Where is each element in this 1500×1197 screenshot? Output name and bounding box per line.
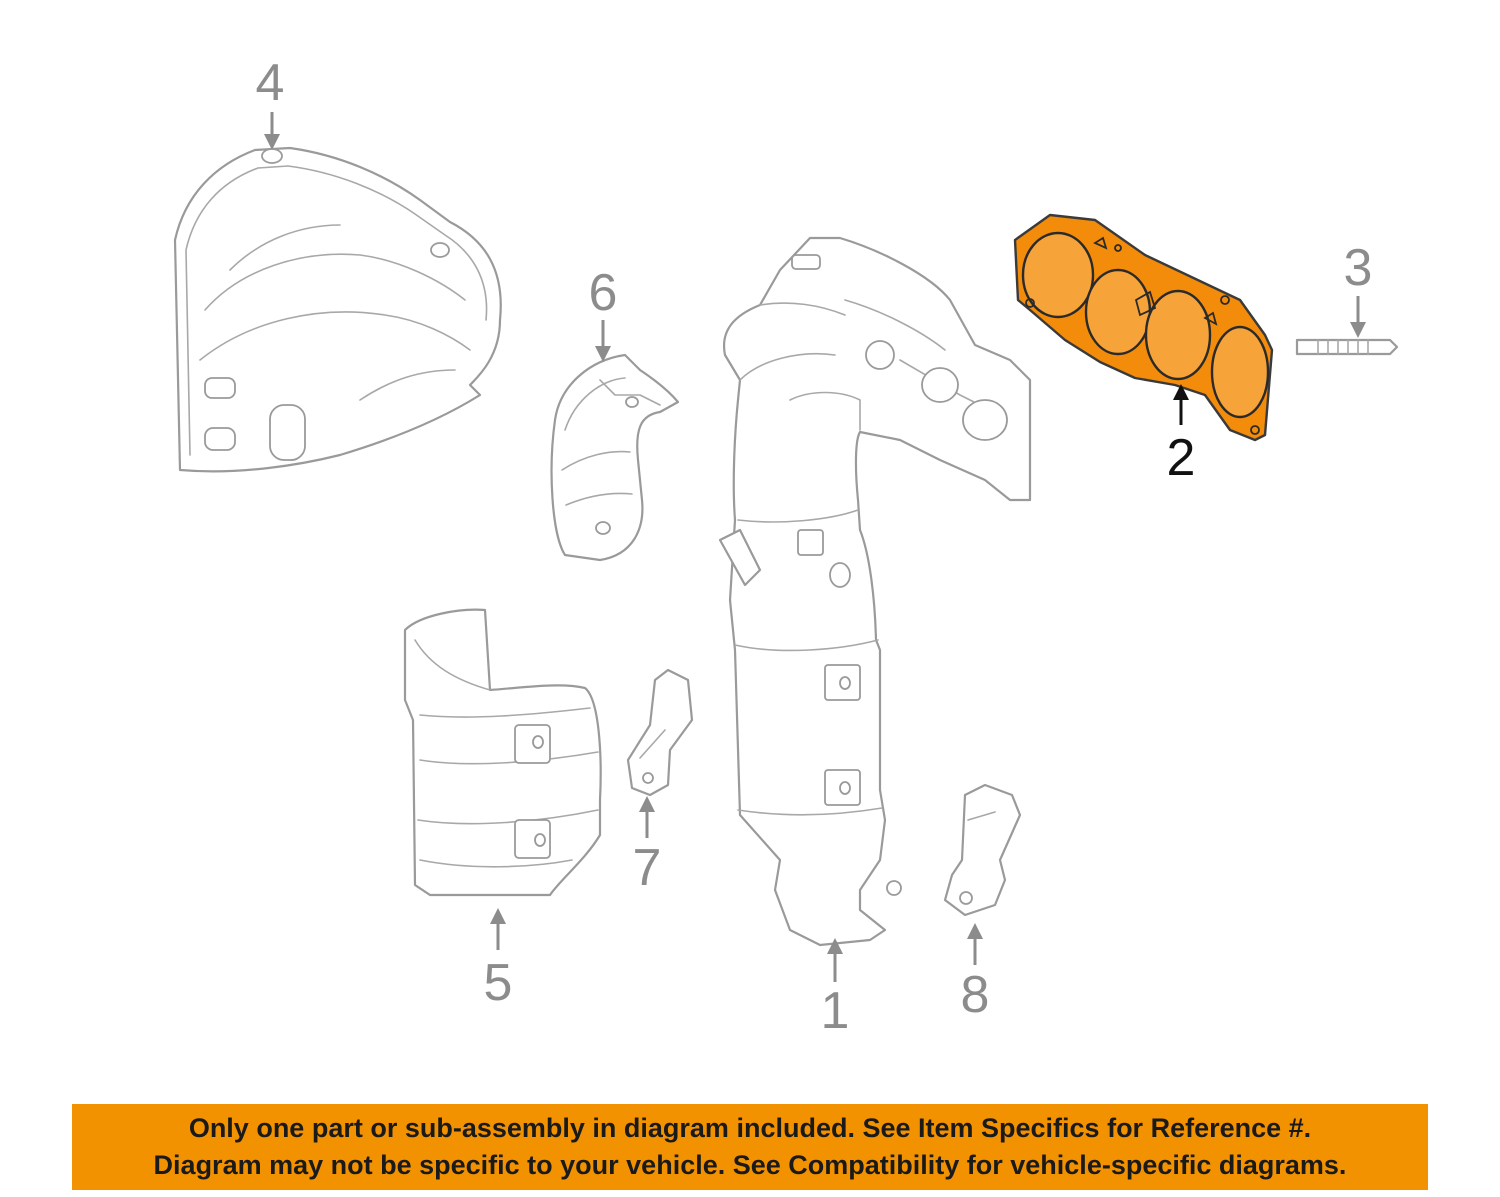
parts-diagram: 4 6 3 2 5 7 1 8 <box>173 54 1399 1040</box>
callout-3-number: 3 <box>1344 239 1373 297</box>
callout-8: 8 <box>961 923 990 1024</box>
callout-5: 5 <box>484 908 513 1012</box>
callout-7: 7 <box>633 796 662 897</box>
part-5-lower-heat-shield <box>403 608 602 897</box>
part-2-exhaust-manifold-gasket <box>1013 213 1274 442</box>
disclaimer-banner: Only one part or sub-assembly in diagram… <box>72 1104 1428 1190</box>
part-3-stud <box>1295 338 1399 356</box>
callout-7-number: 7 <box>633 839 662 897</box>
callout-1: 1 <box>821 938 850 1040</box>
part-1-catalytic-converter <box>718 236 1032 947</box>
callout-6: 6 <box>589 264 618 362</box>
callout-1-number: 1 <box>821 982 850 1040</box>
callout-3: 3 <box>1344 239 1373 338</box>
part-6-heat-shield <box>550 353 680 562</box>
callout-4: 4 <box>256 54 285 150</box>
callout-4-number: 4 <box>256 54 285 112</box>
part-4-upper-heat-shield <box>173 146 502 473</box>
callout-2: 2 <box>1167 384 1196 487</box>
callout-6-number: 6 <box>589 264 618 322</box>
disclaimer-line-1: Only one part or sub-assembly in diagram… <box>188 1113 1312 1143</box>
disclaimer-line-2: Diagram may not be specific to your vehi… <box>153 1150 1347 1180</box>
callout-5-number: 5 <box>484 954 513 1012</box>
callout-8-number: 8 <box>961 966 990 1024</box>
part-8-support-bracket <box>943 783 1022 917</box>
part-7-bracket <box>626 668 694 797</box>
callout-2-number: 2 <box>1167 429 1196 487</box>
